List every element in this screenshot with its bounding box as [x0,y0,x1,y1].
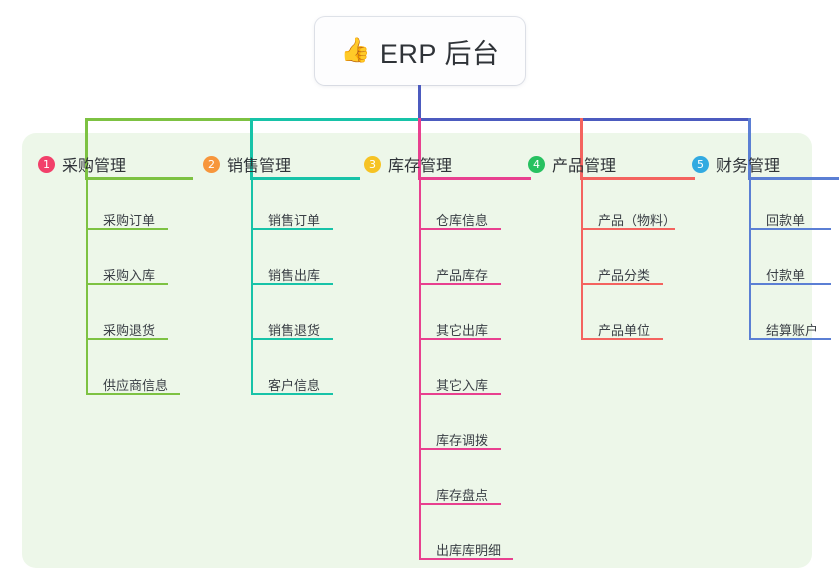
branch-header-5[interactable]: 5 财务管理 [692,152,780,176]
leaf-node-label: 采购订单 [103,213,156,228]
branch-underline-3 [418,177,531,180]
branch-spine-1 [85,177,88,393]
leaf-node-underline [250,283,333,285]
leaf-node-underline [250,338,333,340]
leaf-node-label: 库存盘点 [436,488,489,503]
root-node-label: ERP 后台 [379,38,500,69]
bus-segment-2 [250,118,421,121]
branch-connector-4 [580,118,583,177]
leaf-node-label: 产品库存 [436,268,489,283]
branch-title-3: 库存管理 [388,158,453,175]
branch-header-3[interactable]: 3 库存管理 [364,152,452,176]
leaf-node-underline [85,338,168,340]
branch-header-1[interactable]: 1 采购管理 [38,152,126,176]
leaf-node-underline [250,393,333,395]
leaf-node-label: 销售退货 [268,323,321,338]
leaf-node-label: 付款单 [766,268,806,283]
branch-connector-1 [85,118,88,177]
branch-badge-4: 4 [528,155,545,173]
leaf-node-underline [580,228,675,230]
leaf-node-underline [418,503,501,505]
branch-underline-4 [580,177,695,180]
leaf-node-underline [748,283,831,285]
leaf-node-label: 销售出库 [268,268,321,283]
leaf-node-underline [418,228,501,230]
leaf-node-underline [580,283,663,285]
leaf-node-underline [580,338,663,340]
branch-connector-5 [748,118,751,177]
branch-badge-2: 2 [203,155,220,173]
leaf-node-underline [85,228,168,230]
leaf-node-label: 销售订单 [268,213,321,228]
leaf-node-label: 出库库明细 [436,543,502,558]
branch-spine-5 [748,177,751,338]
branch-underline-5 [748,177,839,180]
branch-header-2[interactable]: 2 销售管理 [203,152,291,176]
branch-title-2: 销售管理 [227,158,292,175]
bus-segment-1 [85,118,253,121]
leaf-node-underline [250,228,333,230]
thumbs-up-icon: 👍 [340,37,371,64]
branch-spine-2 [250,177,253,393]
leaf-node-underline [748,338,831,340]
leaf-node-label: 结算账户 [766,323,819,338]
branch-title-5: 财务管理 [716,158,781,175]
leaf-node-label: 其它出库 [436,323,489,338]
leaf-node-label: 仓库信息 [436,213,489,228]
leaf-node-underline [418,283,501,285]
leaf-node-label: 库存调拨 [436,433,489,448]
branch-badge-1: 1 [38,155,55,173]
leaf-node-label: 采购退货 [103,323,156,338]
branch-connector-3 [418,118,421,177]
branch-underline-1 [85,177,193,180]
root-connector [418,85,421,121]
bus-segment-3 [418,118,751,121]
leaf-node-underline [418,338,501,340]
leaf-node-underline [85,283,168,285]
diagram-panel [22,133,812,568]
leaf-node-label: 其它入库 [436,378,489,393]
leaf-node-underline [418,393,501,395]
root-node[interactable]: 👍 ERP 后台 [315,17,525,85]
leaf-node-underline [85,393,180,395]
branch-underline-2 [250,177,360,180]
leaf-node-label: 客户信息 [268,378,321,393]
branch-title-1: 采购管理 [62,158,127,175]
branch-title-4: 产品管理 [552,158,617,175]
branch-badge-5: 5 [692,155,709,173]
leaf-node-label: 产品单位 [598,323,651,338]
leaf-node-underline [418,448,501,450]
leaf-node-label: 产品分类 [598,268,651,283]
branch-header-4[interactable]: 4 产品管理 [528,152,616,176]
branch-spine-4 [580,177,583,338]
leaf-node-underline [748,228,831,230]
branch-badge-3: 3 [364,155,381,173]
leaf-node-label: 产品（物料） [598,213,677,228]
root-node-title: 👍 ERP 后台 [341,32,500,71]
leaf-node-label: 回款单 [766,213,806,228]
leaf-node-label: 采购入库 [103,268,156,283]
leaf-node-underline [418,558,513,560]
leaf-node-label: 供应商信息 [103,378,169,393]
branch-connector-2 [250,118,253,177]
branch-spine-3 [418,177,421,558]
